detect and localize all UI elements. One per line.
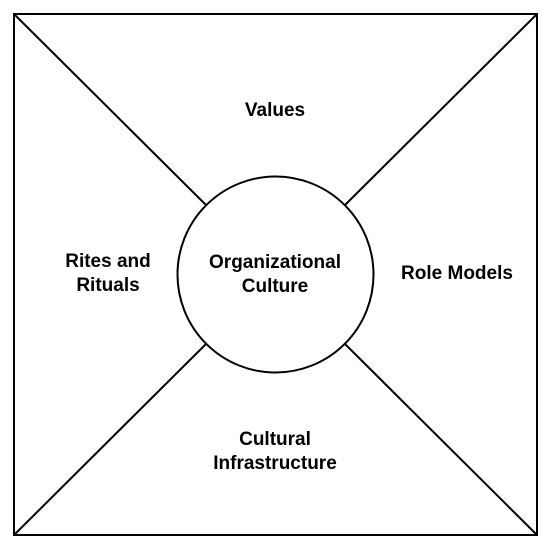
diagonal-top-right	[344, 13, 538, 206]
diagonal-top-left	[13, 13, 207, 206]
center-circle	[176, 175, 375, 374]
section-label-rites-and-rituals: Rites and Rituals	[65, 251, 151, 296]
diagonal-bottom-left	[13, 343, 207, 536]
diagonal-bottom-right	[344, 343, 538, 536]
section-label-cultural-infrastructure: Cultural Infrastructure	[213, 429, 337, 474]
section-label-role-models: Role Models	[401, 263, 513, 284]
center-label-organizational-culture: Organizational Culture	[209, 252, 341, 297]
section-label-values: Values	[244, 100, 306, 121]
